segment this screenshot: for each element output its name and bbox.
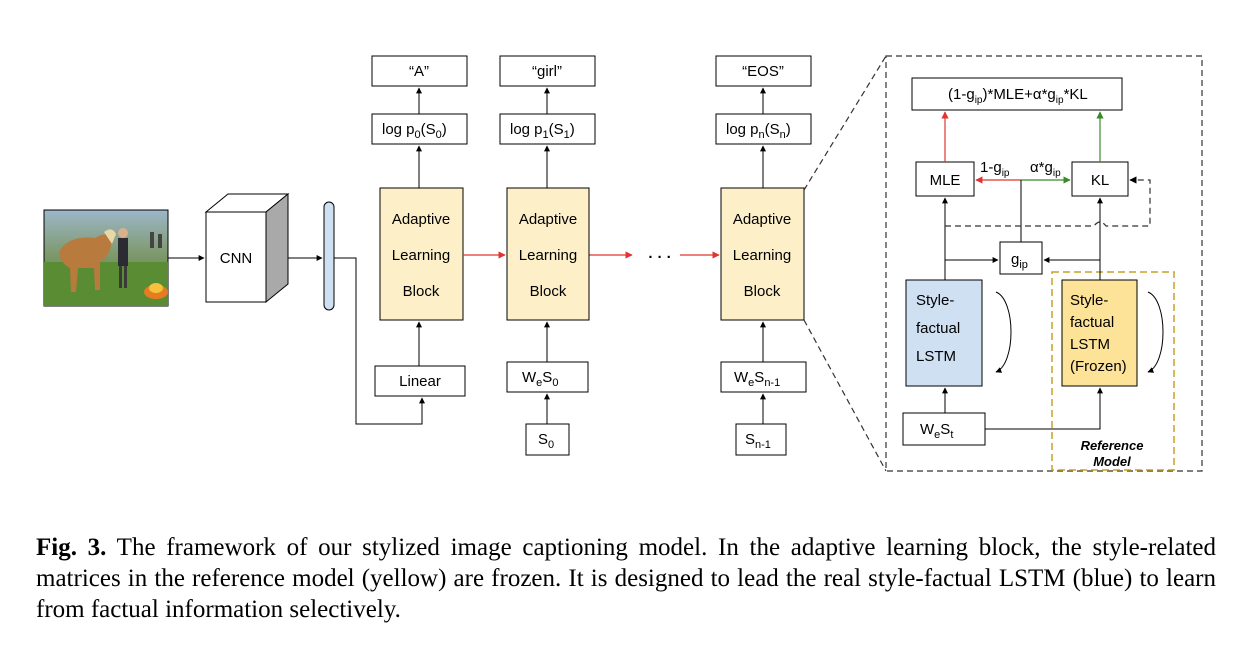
output-word-3: “EOS” [742, 63, 784, 80]
dashed-feedback-to-kl [945, 176, 1151, 227]
zoom-line-bottom [803, 319, 887, 472]
block2-line2: Learning [519, 247, 577, 264]
output-word-1: “A” [409, 63, 429, 80]
embed-label-1: WeS0 [522, 369, 558, 389]
caption-text: The framework of our stylized image capt… [36, 534, 1216, 623]
output-box-2 [499, 55, 596, 87]
style-lstm-recurrence [995, 291, 1012, 373]
cnn-label: CNN [220, 250, 253, 267]
ellipsis: · · · [648, 249, 671, 266]
style-lstm-line1: Style- [916, 292, 954, 309]
frozen-lstm-recurrence [1147, 291, 1164, 373]
linear-label: Linear [399, 373, 441, 390]
kl-box [1071, 161, 1129, 197]
block3-line3: Block [744, 283, 781, 300]
frozen-lstm-line4: (Frozen) [1070, 358, 1127, 375]
loss-formula: (1-gip)*MLE+α*gip*KL [948, 86, 1088, 106]
block2-line3: Block [530, 283, 567, 300]
logp-label-2: log p1(S1) [510, 121, 575, 141]
reference-model-box [1051, 271, 1175, 471]
loss-box [911, 77, 1123, 111]
zoom-line-top [803, 55, 887, 191]
we-st-label: WeSt [920, 421, 953, 441]
input-label-2: Sn-1 [745, 431, 771, 451]
output-box-1 [371, 55, 468, 87]
style-lstm-line3: LSTM [916, 348, 956, 365]
reference-label-line1: Reference [1081, 438, 1144, 453]
block3-line1: Adaptive [733, 211, 791, 228]
logp-label-3: log pn(Sn) [726, 121, 791, 141]
alpha-g-label: α*gip [1030, 159, 1061, 179]
g-box [999, 241, 1043, 275]
framework-diagram: CNN “A” log p0(S0) Adaptive Learning Blo… [43, 55, 1203, 472]
adaptive-block-3 [720, 187, 805, 321]
block3-line2: Learning [733, 247, 791, 264]
feature-vector [323, 201, 335, 311]
frozen-lstm-line1: Style- [1070, 292, 1108, 309]
linear-box [374, 365, 466, 397]
block1-line3: Block [403, 283, 440, 300]
embed-label-2: WeSn-1 [734, 369, 780, 389]
one-minus-g-label: 1-gip [980, 159, 1010, 179]
arrow-feature-to-linear [334, 257, 425, 425]
reference-label-line2: Model [1093, 454, 1131, 469]
block2-line1: Adaptive [519, 211, 577, 228]
input-box-2 [735, 423, 787, 456]
logp-label-1: log p0(S0) [382, 121, 447, 141]
mle-box [915, 161, 975, 197]
style-lstm-box [905, 279, 983, 387]
cnn-block: CNN [204, 192, 290, 304]
style-lstm-line2: factual [916, 320, 960, 337]
frozen-lstm-line2: factual [1070, 314, 1114, 331]
mle-label: MLE [930, 172, 961, 189]
output-word-2: “girl” [532, 63, 562, 80]
adaptive-block-1 [379, 187, 464, 321]
caption-label: Fig. 3. [36, 534, 107, 561]
detail-panel [885, 55, 1203, 472]
input-photo [43, 209, 169, 307]
block1-line1: Adaptive [392, 211, 450, 228]
embed-box-2 [720, 361, 807, 393]
adaptive-block-2 [506, 187, 590, 321]
g-label: gip [1011, 251, 1028, 271]
frozen-lstm-box [1061, 279, 1138, 387]
embed-box-1 [506, 361, 589, 393]
logp-box-1 [371, 113, 468, 145]
block1-line2: Learning [392, 247, 450, 264]
kl-label: KL [1091, 172, 1109, 189]
arrow-we-to-frozen [985, 387, 1103, 430]
input-label-1: S0 [538, 431, 554, 451]
output-box-3 [715, 55, 812, 87]
frozen-lstm-line3: LSTM [1070, 336, 1110, 353]
logp-box-3 [715, 113, 812, 145]
logp-box-2 [499, 113, 596, 145]
figure-caption: Fig. 3. The framework of our stylized im… [36, 532, 1216, 625]
input-box-1 [525, 423, 570, 456]
